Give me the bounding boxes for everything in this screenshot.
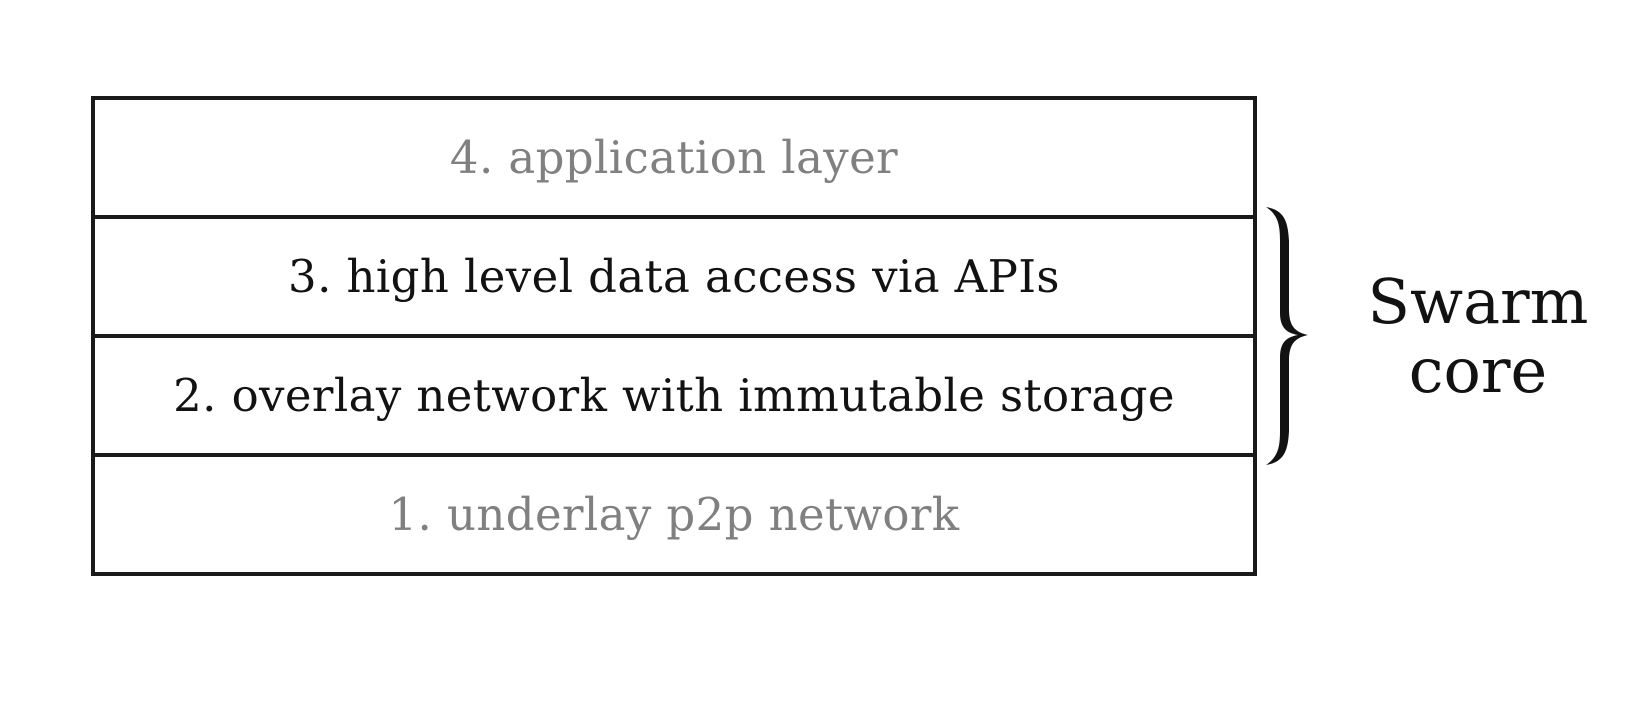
layer-row-1: 1. underlay p2p network [95, 453, 1253, 572]
layer-row-3: 3. high level data access via APIs [95, 215, 1253, 334]
swarm-core-label-line2: core [1408, 334, 1548, 407]
right-curly-brace-icon [1266, 207, 1308, 465]
layer-label-1: 1. underlay p2p network [388, 488, 960, 541]
layer-label-2: 2. overlay network with immutable storag… [173, 369, 1175, 422]
layer-label-4: 4. application layer [449, 131, 899, 184]
layer-stack-box: 4. application layer 3. high level data … [91, 96, 1257, 576]
layer-row-2: 2. overlay network with immutable storag… [95, 334, 1253, 453]
layer-row-4: 4. application layer [95, 100, 1253, 215]
swarm-core-annotation: Swarm core [1262, 205, 1632, 467]
swarm-core-label: Swarm core [1328, 205, 1628, 467]
swarm-core-label-line1: Swarm [1367, 264, 1589, 338]
layer-label-3: 3. high level data access via APIs [288, 250, 1060, 303]
